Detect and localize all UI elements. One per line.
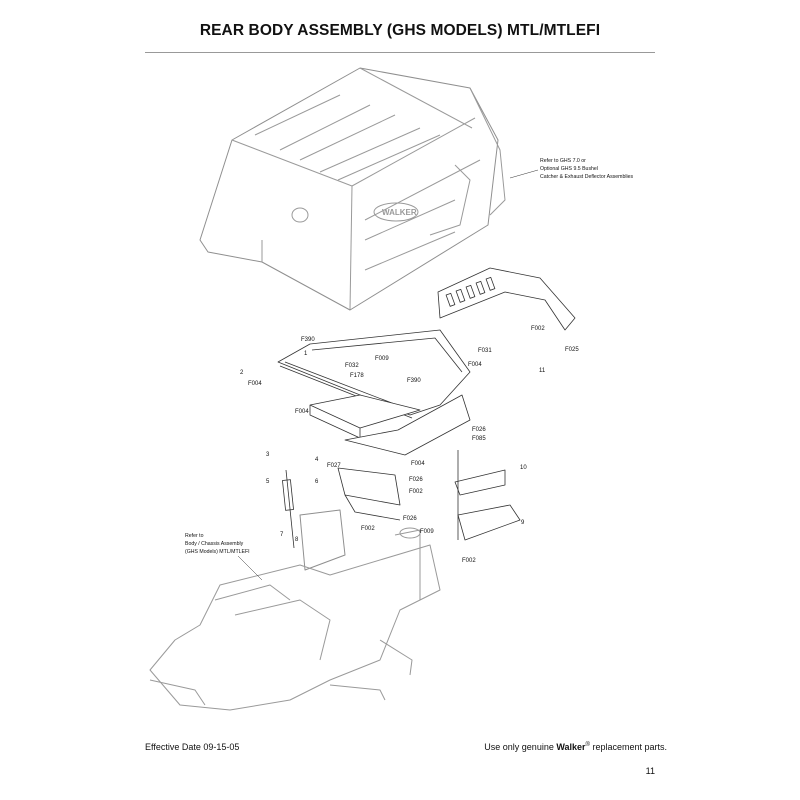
callout-f032: F032 <box>345 363 359 369</box>
note-hood-line-2: Optional GHS 9.5 Bushel <box>540 166 598 172</box>
callout-f002d: F002 <box>462 558 476 564</box>
callout-f004a: F004 <box>248 381 262 387</box>
note-chassis-line-3: (GHS Models) MTL/MTLEFI <box>185 549 250 555</box>
callout-f026a: F026 <box>409 477 423 483</box>
exhaust-shield <box>437 267 576 331</box>
registered-mark: ® <box>585 742 590 748</box>
callout-f026c: F026 <box>403 516 417 522</box>
footer-note: Use only genuine Walker® replacement par… <box>484 742 667 752</box>
callout-10: 10 <box>520 465 527 471</box>
note-hood-reference: Refer to GHS 7.0 or Optional GHS 9.5 Bus… <box>509 158 634 180</box>
callout-f025: F025 <box>565 347 579 353</box>
callout-4: 4 <box>315 457 319 463</box>
page-number: 11 <box>645 766 655 776</box>
callout-2: 2 <box>240 370 244 376</box>
chassis-frame <box>149 509 441 711</box>
note-hood-line-1: Refer to GHS 7.0 or <box>540 158 586 164</box>
callout-f009b: F009 <box>420 529 434 535</box>
note-hood-line-3: Catcher & Exhaust Deflector Assemblies <box>540 174 634 180</box>
callout-8: 8 <box>295 537 299 543</box>
gas-spring <box>282 469 295 549</box>
callout-f031: F031 <box>478 348 492 354</box>
note-chassis-line-2: Body / Chassis Assembly <box>185 541 244 547</box>
callout-1: 1 <box>304 351 308 357</box>
callout-f004c: F004 <box>295 409 309 415</box>
callouts: F390 1 2 F004 F032 F178 F009 F390 F031 F… <box>240 326 579 564</box>
rear-body-hood: WALKER <box>199 67 506 311</box>
callout-f004b: F004 <box>468 362 482 368</box>
title-rule <box>145 52 655 53</box>
callout-7: 7 <box>280 532 284 538</box>
footer-brand: Walker <box>556 742 586 752</box>
callout-f085: F085 <box>472 436 486 442</box>
callout-3: 3 <box>266 452 270 458</box>
bracket-assemblies <box>337 450 521 541</box>
callout-f026b: F026 <box>472 427 486 433</box>
callout-6: 6 <box>315 479 319 485</box>
note-chassis-reference: Refer to Body / Chassis Assembly (GHS Mo… <box>185 533 263 581</box>
footer-prefix: Use only genuine <box>484 742 557 752</box>
callout-9: 9 <box>521 520 525 526</box>
footer-suffix: replacement parts. <box>589 742 667 752</box>
floor-panels <box>309 394 471 456</box>
callout-f002a: F002 <box>531 326 545 332</box>
callout-f390b: F390 <box>407 378 421 384</box>
callout-f009a: F009 <box>375 356 389 362</box>
walker-badge: WALKER <box>382 208 417 217</box>
callout-f027: F027 <box>327 463 341 469</box>
callout-f390a: F390 <box>301 337 315 343</box>
effective-date: Effective Date 09-15-05 <box>145 742 240 752</box>
callout-f178: F178 <box>350 373 364 379</box>
callout-f002b: F002 <box>409 489 423 495</box>
callout-f004d: F004 <box>411 461 425 467</box>
page-title: REAR BODY ASSEMBLY (GHS MODELS) MTL/MTLE… <box>199 22 601 39</box>
callout-5: 5 <box>266 479 270 485</box>
callout-11: 11 <box>539 368 546 374</box>
note-chassis-line-1: Refer to <box>185 533 204 539</box>
callout-f002c: F002 <box>361 526 375 532</box>
